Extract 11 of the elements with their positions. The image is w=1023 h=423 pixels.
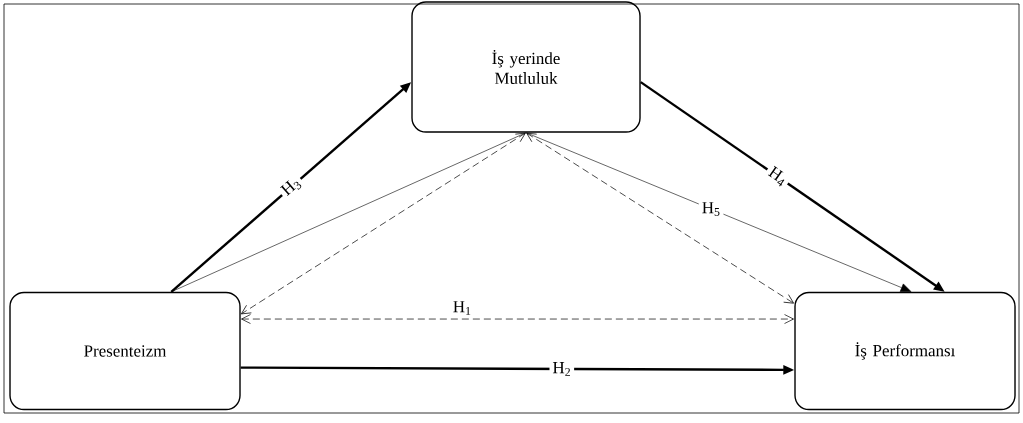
edge-label: H$_{5}$ <box>698 199 724 219</box>
edge-label: H$_{3}$ <box>275 171 308 203</box>
arrow <box>526 132 794 304</box>
edge-label: H$_{2}$ <box>549 359 575 379</box>
edge-label: H$_{4}$ <box>761 161 794 192</box>
edge-label: H$_{1}$ <box>453 301 471 315</box>
arrow <box>241 132 526 315</box>
concept-box: İş Performansı <box>794 291 1016 411</box>
concept-box: Presenteizm <box>9 291 241 411</box>
concept-box: İş yerinde Mutluluk <box>411 1 641 133</box>
arrow <box>241 314 794 324</box>
